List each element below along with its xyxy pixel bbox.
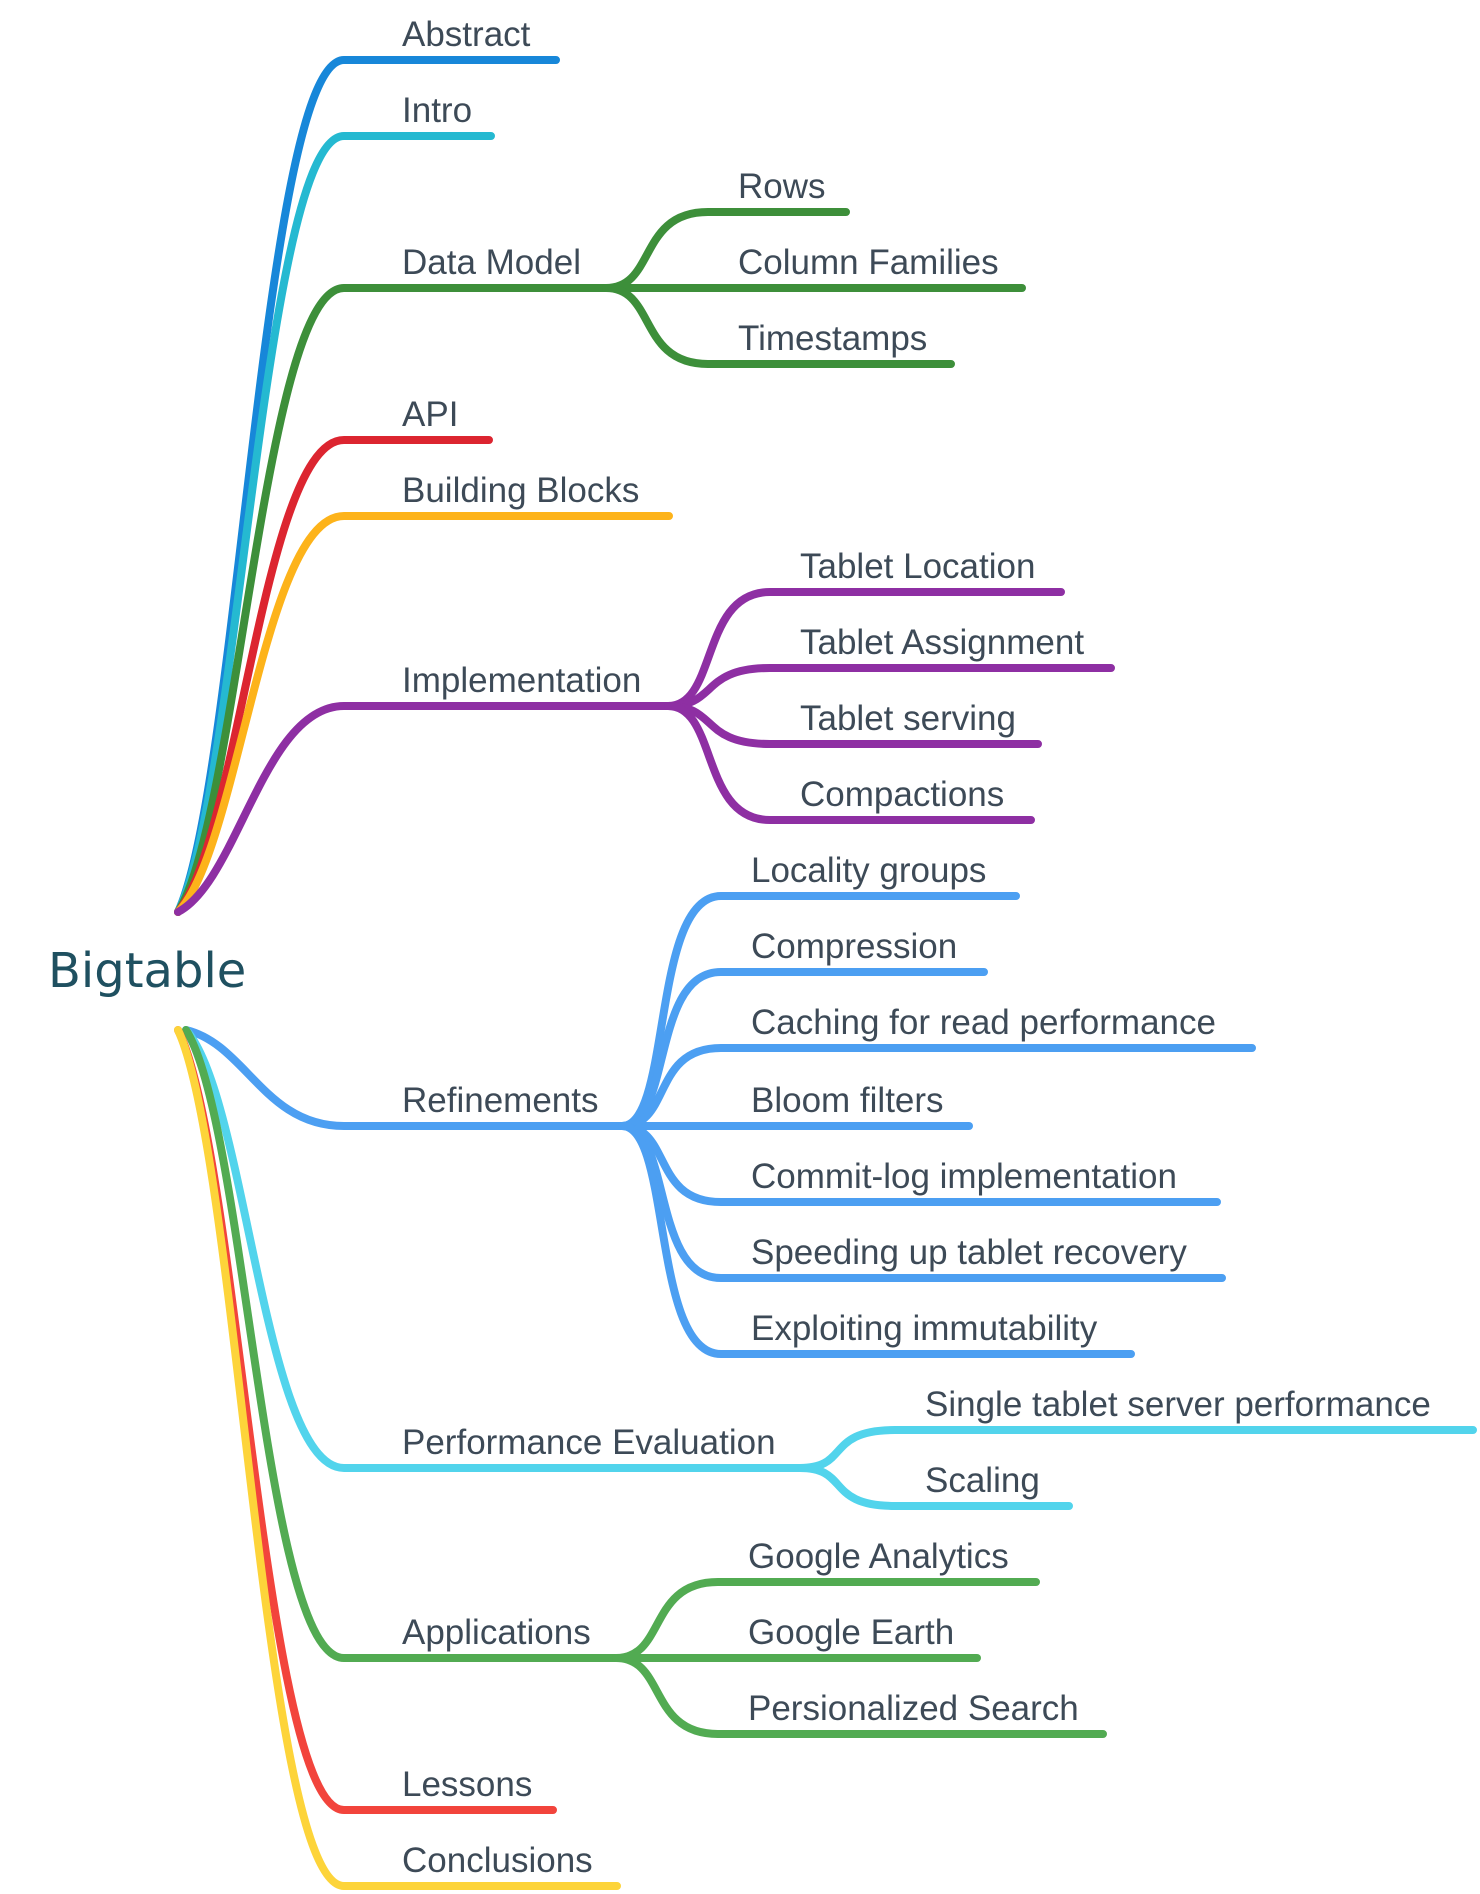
subbranch-exploiting-immutability bbox=[618, 1122, 1135, 1358]
subbranch-scaling bbox=[796, 1464, 1073, 1510]
subtopic-tablet-assignment[interactable]: Tablet Assignment bbox=[800, 623, 1084, 662]
subbranch-compactions bbox=[664, 702, 1035, 824]
topic-lessons[interactable]: Lessons bbox=[402, 1765, 532, 1804]
branch-lines bbox=[174, 56, 1477, 1890]
topic-data-model[interactable]: Data Model bbox=[402, 243, 581, 282]
topic-building-blocks[interactable]: Building Blocks bbox=[402, 471, 639, 510]
subtopic-compression[interactable]: Compression bbox=[751, 927, 957, 966]
branch-data-model bbox=[174, 284, 610, 916]
subtopic-speeding-up-tablet-recovery[interactable]: Speeding up tablet recovery bbox=[751, 1233, 1187, 1272]
branch-building-blocks bbox=[174, 512, 673, 916]
subtopic-rows[interactable]: Rows bbox=[738, 167, 826, 206]
branch-conclusions bbox=[174, 1026, 621, 1890]
subtopic-single-tablet-server-performance[interactable]: Single tablet server performance bbox=[925, 1385, 1431, 1424]
subtopic-google-analytics[interactable]: Google Analytics bbox=[748, 1537, 1009, 1576]
topic-intro[interactable]: Intro bbox=[402, 91, 472, 130]
branch-applications bbox=[182, 1026, 620, 1662]
subtopic-compactions[interactable]: Compactions bbox=[800, 775, 1004, 814]
topic-api[interactable]: API bbox=[402, 395, 458, 434]
branch-intro bbox=[174, 132, 495, 916]
subbranch-timestamps bbox=[602, 284, 955, 368]
subbranch-single-tablet-server-performance bbox=[796, 1426, 1477, 1472]
branch-lessons bbox=[174, 1026, 557, 1814]
topic-applications[interactable]: Applications bbox=[402, 1613, 591, 1652]
subtopic-locality-groups[interactable]: Locality groups bbox=[751, 851, 986, 890]
subtopic-exploiting-immutability[interactable]: Exploiting immutability bbox=[751, 1309, 1098, 1348]
subbranch-persionalized-search bbox=[612, 1654, 1107, 1738]
subtopic-persionalized-search[interactable]: Persionalized Search bbox=[748, 1689, 1079, 1728]
subtopic-timestamps[interactable]: Timestamps bbox=[738, 319, 927, 358]
topic-refinements[interactable]: Refinements bbox=[402, 1081, 598, 1120]
topic-conclusions[interactable]: Conclusions bbox=[402, 1841, 593, 1880]
subtopic-bloom-filters[interactable]: Bloom filters bbox=[751, 1081, 944, 1120]
subtopic-caching-for-read-performance[interactable]: Caching for read performance bbox=[751, 1003, 1216, 1042]
topic-abstract[interactable]: Abstract bbox=[402, 15, 531, 54]
subtopic-tablet-serving[interactable]: Tablet serving bbox=[800, 699, 1016, 738]
topic-performance-evaluation[interactable]: Performance Evaluation bbox=[402, 1423, 776, 1462]
subtopic-google-earth[interactable]: Google Earth bbox=[748, 1613, 954, 1652]
root-topic[interactable]: Bigtable bbox=[48, 943, 246, 999]
branch-performance-evaluation bbox=[182, 1026, 804, 1472]
subtopic-tablet-location[interactable]: Tablet Location bbox=[800, 547, 1035, 586]
branch-refinements bbox=[182, 1026, 626, 1130]
topic-implementation[interactable]: Implementation bbox=[402, 661, 641, 700]
branch-implementation bbox=[174, 702, 672, 916]
subtopic-commit-log-implementation[interactable]: Commit-log implementation bbox=[751, 1157, 1177, 1196]
subtopic-scaling[interactable]: Scaling bbox=[925, 1461, 1040, 1500]
subtopic-column-families[interactable]: Column Families bbox=[738, 243, 999, 282]
